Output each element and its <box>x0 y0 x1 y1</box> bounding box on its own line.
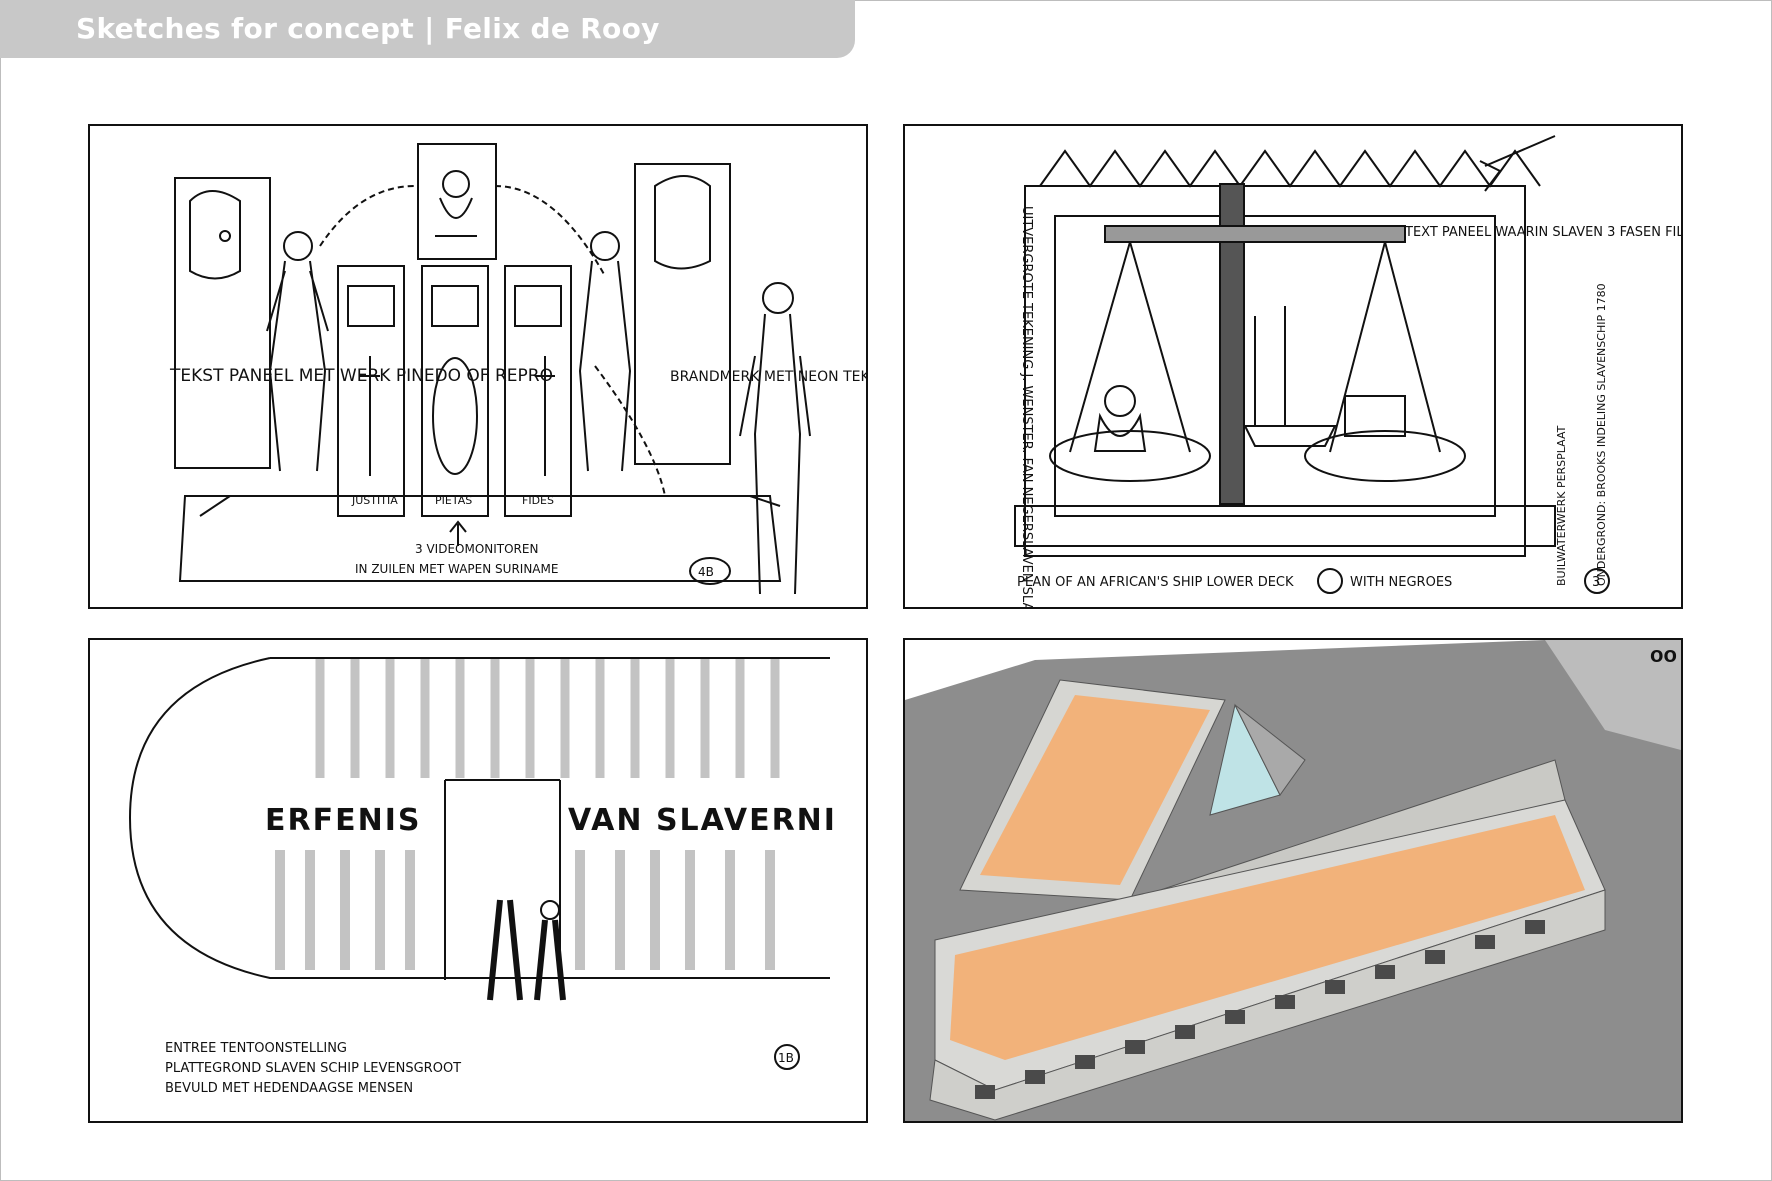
left-panel-text: TEKST PANEEL MET WERK PINEDO OF REPRO <box>169 366 553 386</box>
banner-left: ERFENIS <box>265 803 421 838</box>
sketch-1b-drawing: ERFENIS VAN SLAVERNI ENTREE TENTOONSTELL… <box>128 657 837 1096</box>
caption-line3: BEVULD MET HEDENDAAGSE MENSEN <box>165 1081 413 1096</box>
right-vertical-1: BUILWATERWERK PERSPLAAT <box>1555 425 1568 586</box>
sketch-3-drawing: UITVERGROTE TEKENING J. WENSTER. FAN NEG… <box>1014 135 1681 607</box>
sketch-panel-1b: ERFENIS VAN SLAVERNI ENTREE TENTOONSTELL… <box>88 638 868 1123</box>
sketch-panel-3: UITVERGROTE TEKENING J. WENSTER. FAN NEG… <box>903 124 1683 609</box>
banner-right: VAN SLAVERNI <box>568 803 837 838</box>
pillar-label-fides: FIDES <box>522 494 554 507</box>
caption-line1: 3 VIDEOMONITOREN <box>415 542 538 556</box>
pillar-label-pietas: PIETAS <box>435 494 472 507</box>
caption-line1: ENTREE TENTOONSTELLING <box>165 1041 347 1056</box>
header-tab: Sketches for concept | Felix de Rooy <box>0 0 855 58</box>
render-3d-drawing: oo <box>905 640 1681 1121</box>
pillar-label-justitia: JUSTITIA <box>351 494 398 507</box>
sketch-number: 4B <box>698 565 714 579</box>
caption-text: PLAN OF AN AFRICAN'S SHIP LOWER DECK <box>1017 575 1294 590</box>
render-panel-3d: oo <box>903 638 1683 1123</box>
caption-tail: WITH NEGROES <box>1350 575 1452 590</box>
sketch-number: 3 <box>1592 575 1600 590</box>
right-panel-text: BRANDMERK MET NEON TEKST PANEEL <box>670 369 866 385</box>
render-corner-text: oo <box>1650 642 1677 667</box>
left-vertical-text: UITVERGROTE TEKENING J. WENSTER. FAN NEG… <box>1019 206 1034 607</box>
sketch-4b-drawing: TEKST PANEEL MET WERK PINEDO OF REPRO BR… <box>169 143 866 595</box>
page-title: Sketches for concept | Felix de Rooy <box>76 12 660 45</box>
caption-line2: IN ZUILEN MET WAPEN SURINAME <box>355 562 558 576</box>
text-panel-label: TEXT PANEEL WAARIN SLAVEN 3 FASEN FILMS … <box>1404 225 1681 240</box>
sketch-panel-4b: TEKST PANEEL MET WERK PINEDO OF REPRO BR… <box>88 124 868 609</box>
sketch-number: 1B <box>778 1051 794 1065</box>
right-vertical-2: ONDERGROND: BROOKS INDELING SLAVENSCHIP … <box>1595 283 1608 586</box>
caption-line2: PLATTEGROND SLAVEN SCHIP LEVENSGROOT <box>165 1061 461 1076</box>
